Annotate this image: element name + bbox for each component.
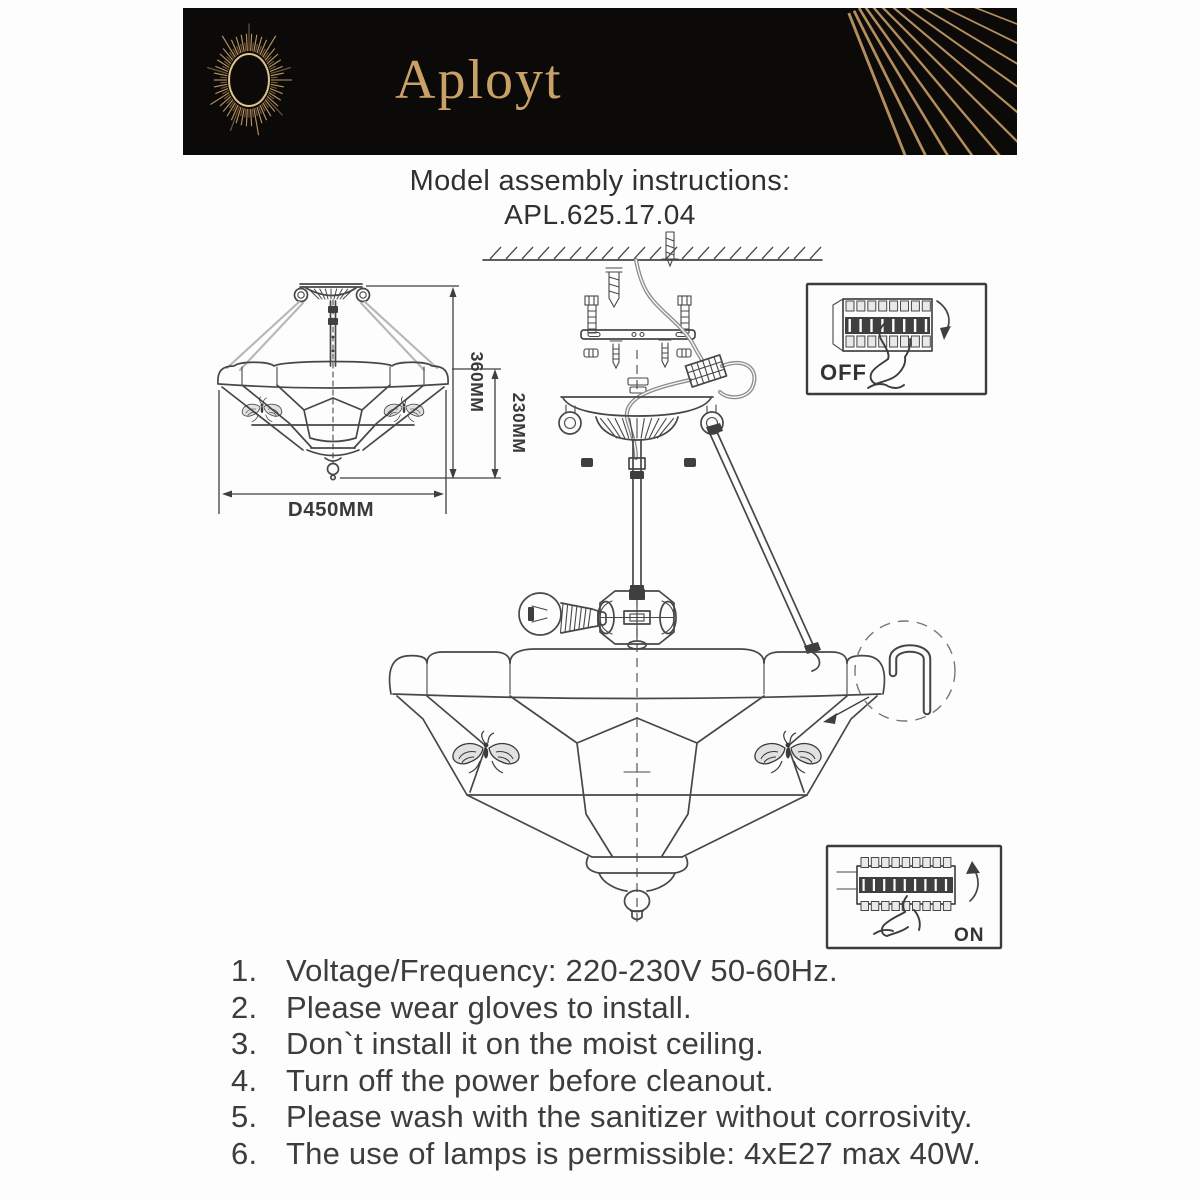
on-label: ON xyxy=(954,925,985,946)
dimension-label-overall-height: 360MM xyxy=(467,352,487,413)
pointing-hand-icon xyxy=(867,323,912,389)
instruction-number: 2. xyxy=(231,989,258,1025)
off-label: OFF xyxy=(820,360,867,385)
canopy-plate xyxy=(299,283,363,288)
page-title: Model assembly instructions: xyxy=(409,165,791,197)
sunburst-logo-icon xyxy=(207,23,292,136)
assembled-fixture-diagram xyxy=(217,283,449,481)
power-wire xyxy=(624,258,757,460)
mounting-bar xyxy=(580,329,696,340)
instruction-item: 1. Voltage/Frequency: 220-230V 50-60Hz. xyxy=(231,953,1031,990)
instruction-text: Please wash with the sanitizer without c… xyxy=(286,1099,973,1135)
hanger-rod xyxy=(628,439,646,594)
nut-icon xyxy=(583,348,692,358)
dimension-label-shade-height: 230MM xyxy=(509,393,529,454)
instruction-number: 1. xyxy=(231,953,258,988)
arrow-down-icon xyxy=(936,300,951,340)
instruction-number: 6. xyxy=(231,1135,258,1171)
brand-banner: Aployt xyxy=(183,8,1017,155)
bowl-outline xyxy=(221,386,445,451)
instruction-text: Voltage/Frequency: 220-230V 50-60Hz. xyxy=(286,953,838,988)
breaker-panel-off xyxy=(832,298,933,353)
canopy xyxy=(558,396,724,441)
instruction-item: 3. Don`t install it on the moist ceiling… xyxy=(231,1026,1031,1063)
ceiling-hatch xyxy=(489,246,822,260)
butterfly-ornament-icon xyxy=(452,730,520,774)
dimension-annotations: 360MM 230MM D450MM xyxy=(218,285,529,521)
sunburst-ring xyxy=(228,53,270,107)
anchor-icon xyxy=(605,267,623,309)
exploded-view-diagram xyxy=(388,231,956,928)
instruction-number: 5. xyxy=(231,1099,258,1135)
instruction-number: 4. xyxy=(231,1062,258,1098)
hook-detail-callout xyxy=(823,620,956,724)
bowl-rim xyxy=(217,360,449,385)
instruction-item: 5. Please wash with the sanitizer withou… xyxy=(231,1099,1031,1136)
instruction-text: Turn off the power before cleanout. xyxy=(286,1062,774,1098)
power-off-inset: OFF xyxy=(805,282,988,396)
instruction-item: 2. Please wear gloves to install. xyxy=(231,990,1031,1027)
breaker-panel-on xyxy=(836,857,956,911)
instruction-text: Please wear gloves to install. xyxy=(286,989,692,1025)
sunburst-center xyxy=(232,57,266,103)
nut-icon xyxy=(581,458,593,467)
instruction-number: 3. xyxy=(231,1026,258,1062)
glass-shade xyxy=(388,648,886,921)
butterfly-ornament-icon xyxy=(754,730,822,774)
canopy-ribs xyxy=(308,288,354,300)
lamp-holder-cluster xyxy=(597,589,677,650)
terminal-block xyxy=(684,354,728,388)
nut-icon xyxy=(684,458,696,467)
finial xyxy=(326,462,340,476)
ceiling-anchor-icon xyxy=(661,231,679,268)
instruction-text: Don`t install it on the moist ceiling. xyxy=(286,1026,764,1062)
suspension-rods xyxy=(225,300,439,372)
arrow-up-icon xyxy=(966,861,980,902)
bolt-icon xyxy=(584,295,599,334)
instruction-item: 6. The use of lamps is permissible: 4xE2… xyxy=(231,1136,1031,1173)
pointing-hand-icon xyxy=(873,895,921,937)
instruction-item: 4. Turn off the power before cleanout. xyxy=(231,1063,1031,1100)
dimension-label-diameter: D450MM xyxy=(288,498,374,521)
threaded-nipple xyxy=(627,377,649,394)
screw-icon xyxy=(609,339,672,370)
instructions-list: 1. Voltage/Frequency: 220-230V 50-60Hz. … xyxy=(231,953,1031,1173)
bolt-icon xyxy=(677,295,692,334)
decorative-rays-icon xyxy=(847,8,1017,155)
instruction-text: The use of lamps is permissible: 4xE27 m… xyxy=(286,1135,982,1171)
light-bulb-icon xyxy=(518,592,607,636)
support-rod xyxy=(706,423,821,672)
model-number: APL.625.17.04 xyxy=(504,199,696,230)
brand-wordmark: Aployt xyxy=(395,49,563,111)
power-on-inset: ON xyxy=(825,844,1003,950)
